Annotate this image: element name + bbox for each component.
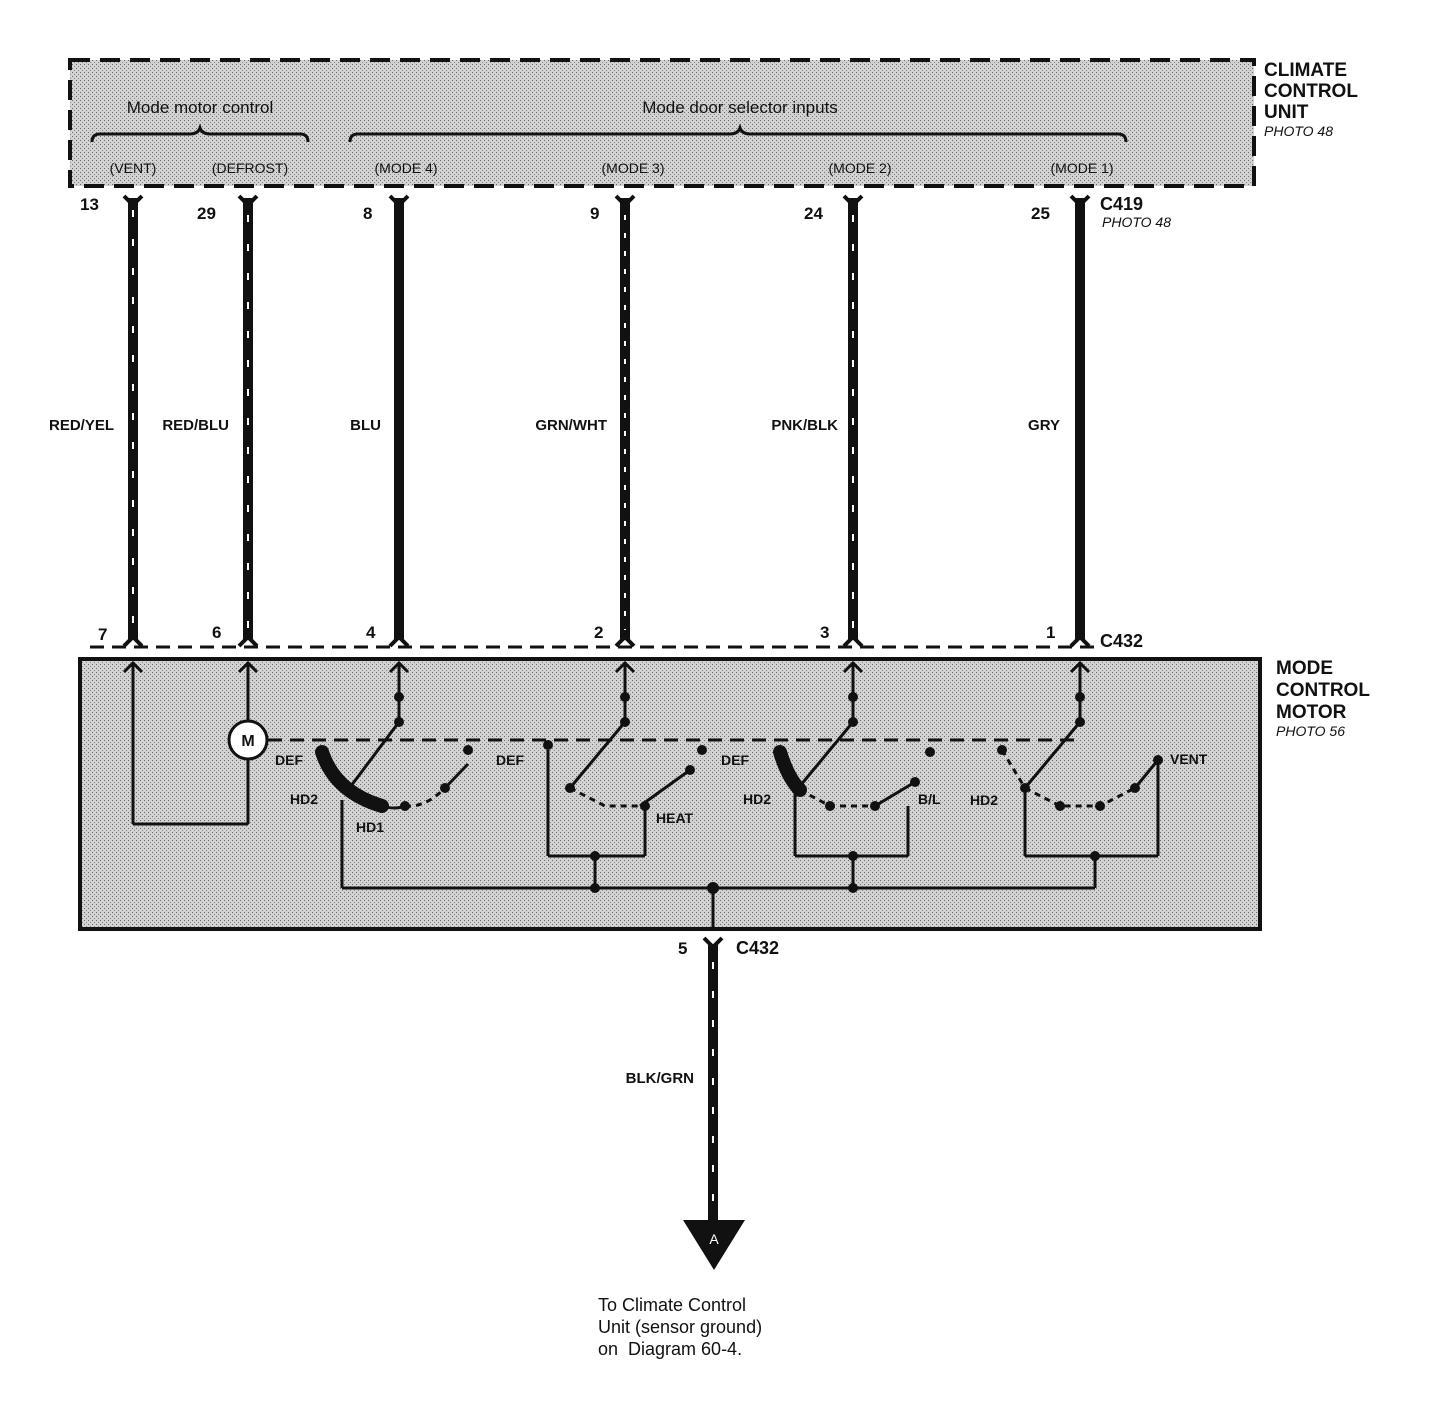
c432-pin-2: 2 [594,623,603,642]
c419-pin-8: 8 [363,204,372,223]
wire-label-red-blu: RED/BLU [162,417,229,434]
motor-symbol: M [227,719,269,761]
wire-label-blu: BLU [350,417,381,434]
input-defrost-label: (DEFROST) [212,160,288,176]
connector-c432-bottom: 5 C432 [678,936,779,958]
wire-red-blu [237,194,259,648]
ccu-photo-ref: PHOTO 48 [1264,123,1333,139]
input-mode3-label: (MODE 3) [602,160,665,176]
note-line2: Unit (sensor ground) [598,1317,762,1337]
c419-photo-ref: PHOTO 48 [1102,214,1171,230]
label-hd2-2: HD2 [743,791,771,807]
label-def-2: DEF [496,752,524,768]
label-hd2-1: HD2 [290,791,318,807]
switch-mode2-contacts [825,692,935,861]
label-def-3: DEF [721,752,749,768]
ccu-title-line2: CONTROL [1264,81,1358,102]
motor-m-label: M [241,733,254,750]
input-mode4-label: (MODE 4) [375,160,438,176]
mcm-title-line1: MODE [1276,658,1333,679]
off-page-note: To Climate Control Unit (sensor ground) … [598,1295,762,1359]
c419-pin-24: 24 [804,204,823,223]
mode-control-motor: MODE CONTROL MOTOR PHOTO 56 M [78,657,1370,931]
c432-pin-3: 3 [820,623,829,642]
label-bl: B/L [918,791,941,807]
c432-bottom-label: C432 [736,938,779,958]
c419-pin-25: 25 [1031,204,1050,223]
mode-door-brace [348,123,1128,143]
mcm-photo-ref: PHOTO 56 [1276,723,1345,739]
mcm-title-line2: CONTROL [1276,680,1370,701]
input-vent-label: (VENT) [110,160,157,176]
wire-pnk-blk [842,194,864,648]
ccu-title-line3: UNIT [1264,102,1309,123]
wire-blu [388,194,410,648]
wire-blk-grn: BLK/GRN [626,944,718,1222]
note-line1: To Climate Control [598,1295,746,1315]
c432-pin-1: 1 [1046,623,1055,642]
wire-grn-wht [614,194,636,648]
label-hd2-3: HD2 [970,792,998,808]
c419-pin-13: 13 [80,195,99,214]
label-hd1: HD1 [356,819,384,835]
switch-mode1-contacts [997,692,1163,861]
off-page-marker-a: A [709,1231,719,1247]
label-heat: HEAT [656,810,694,826]
wire-label-red-yel: RED/YEL [49,417,114,434]
c419-label: C419 [1100,194,1143,214]
wire-label-blk-grn: BLK/GRN [626,1070,694,1087]
switch-mode4-contacts [394,692,473,811]
off-page-connector-a: A [683,1220,745,1270]
switch-mode3-contacts [543,692,707,861]
c419-pin-29: 29 [197,204,216,223]
c419-pin-9: 9 [590,204,599,223]
wire-red-yel [122,194,144,648]
entry-arrows [122,660,1091,674]
wire-bundle: RED/YEL RED/BLU BLU GRN/WHT PNK/BLK GRY [49,194,1091,648]
label-vent: VENT [1170,751,1208,767]
mode-motor-brace [90,123,310,143]
wire-label-pnk-blk: PNK/BLK [771,417,838,434]
c432-pin-5: 5 [678,939,687,958]
wire-label-grn-wht: GRN/WHT [535,417,607,434]
c432-pin-4: 4 [366,623,376,642]
c432-pin-7: 7 [98,625,107,644]
mode-door-selector-label: Mode door selector inputs [642,98,838,117]
connector-c432-top: 7 6 4 2 3 1 C432 [90,623,1143,651]
motor-circuit [131,664,250,826]
mode-motor-control-label: Mode motor control [127,98,273,117]
ground-bus-junctions [590,882,858,894]
input-mode1-label: (MODE 1) [1051,160,1114,176]
connector-c419: 13 29 8 9 24 25 C419 PHOTO 48 [80,194,1171,230]
wire-label-gry: GRY [1028,417,1060,434]
c432-top-label: C432 [1100,631,1143,651]
climate-control-unit: CLIMATE CONTROL UNIT PHOTO 48 Mode motor… [68,58,1358,188]
input-mode2-label: (MODE 2) [829,160,892,176]
ccu-title-line1: CLIMATE [1264,60,1347,81]
mcm-title-line3: MOTOR [1276,702,1347,723]
c432-pin-6: 6 [212,623,221,642]
note-line3: on Diagram 60-4. [598,1339,742,1359]
wire-gry [1069,194,1091,648]
label-def-1: DEF [275,752,303,768]
